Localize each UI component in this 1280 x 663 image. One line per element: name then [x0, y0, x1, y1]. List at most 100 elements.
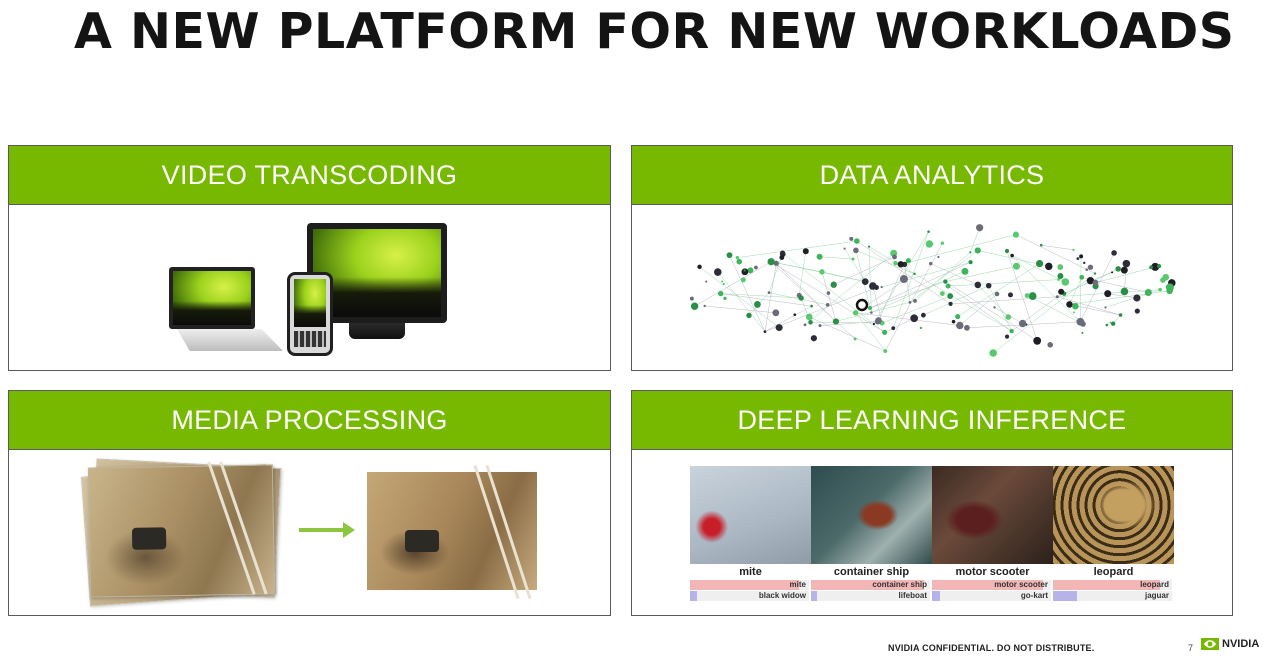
- network-edge: [900, 234, 1016, 265]
- network-node: [740, 277, 746, 283]
- network-node: [892, 254, 897, 260]
- network-edge: [1080, 256, 1082, 322]
- network-edge: [947, 285, 1012, 332]
- network-node: [948, 301, 953, 306]
- network-node: [1057, 272, 1064, 279]
- nvidia-eye-icon: [1201, 638, 1219, 650]
- network-edge: [819, 321, 878, 326]
- network-node: [893, 260, 898, 266]
- prediction-bar-fill: [811, 580, 925, 590]
- panel-header-video-transcoding: VIDEO TRANSCODING: [9, 146, 610, 205]
- network-node: [793, 313, 797, 317]
- network-node: [1012, 231, 1019, 238]
- network-node: [849, 236, 854, 241]
- network-node: [993, 306, 996, 309]
- network-node: [1076, 257, 1080, 261]
- network-node: [1028, 292, 1037, 300]
- network-node: [1045, 262, 1053, 271]
- network-edge: [1015, 234, 1096, 274]
- network-node: [743, 269, 746, 272]
- network-edge: [821, 271, 866, 282]
- network-node: [1012, 262, 1020, 270]
- network-node: [723, 296, 727, 300]
- network-node: [1110, 321, 1116, 326]
- network-node: [994, 291, 1000, 297]
- prediction-bar-fill: [1053, 580, 1161, 590]
- network-hub-node: [855, 298, 869, 312]
- network-node: [1111, 250, 1117, 256]
- prediction-bar: jaguar: [1053, 591, 1172, 601]
- network-node: [1134, 308, 1140, 314]
- network-node: [951, 319, 956, 324]
- network-node: [1018, 319, 1027, 328]
- classified-image: [690, 466, 811, 564]
- network-edge: [930, 263, 978, 286]
- classification-label: motor scooter: [955, 566, 1030, 578]
- processed-photo: [367, 464, 537, 600]
- network-edge: [1041, 244, 1074, 251]
- prediction-bar-fill: [690, 591, 698, 601]
- network-node: [1156, 264, 1162, 269]
- classification-images: [690, 466, 1174, 564]
- network-node: [873, 284, 879, 290]
- network-node: [775, 324, 783, 332]
- network-edge: [1006, 250, 1081, 322]
- network-edge: [893, 231, 929, 329]
- network-graph-image: [690, 224, 1176, 357]
- network-node: [767, 291, 771, 295]
- network-node: [956, 321, 964, 330]
- network-edge: [977, 284, 1009, 318]
- network-edge: [914, 252, 971, 302]
- network-node: [1086, 276, 1095, 285]
- network-edge: [856, 240, 951, 305]
- classification-label: mite: [739, 566, 762, 578]
- network-node: [882, 329, 888, 335]
- network-node: [989, 349, 998, 357]
- network-edge: [704, 305, 776, 314]
- network-node: [1079, 254, 1084, 259]
- network-node: [1057, 278, 1060, 281]
- network-edge: [855, 312, 960, 326]
- network-node: [1105, 323, 1109, 327]
- classified-image: [811, 466, 932, 564]
- network-node: [854, 238, 860, 244]
- network-edge: [881, 295, 951, 324]
- classified-image: [1053, 466, 1174, 564]
- network-node: [1047, 341, 1054, 348]
- network-edge: [1069, 290, 1170, 305]
- network-node: [722, 282, 725, 285]
- network-node: [826, 291, 831, 295]
- network-node: [867, 245, 871, 248]
- network-node: [874, 318, 882, 325]
- network-node: [964, 324, 970, 331]
- network-node: [735, 255, 740, 260]
- network-edge: [945, 281, 1038, 342]
- network-node: [714, 268, 722, 276]
- network-node: [867, 305, 873, 311]
- network-edge: [821, 271, 837, 322]
- network-node: [1165, 283, 1174, 292]
- network-edge: [959, 293, 998, 326]
- nvidia-logo: NVIDIA: [1201, 638, 1259, 650]
- network-node: [741, 268, 749, 276]
- noisy-photo-stack: [80, 458, 282, 607]
- network-edge: [855, 312, 886, 352]
- prediction-bar-fill: [932, 580, 1043, 590]
- network-node: [1005, 314, 1012, 320]
- network-edge: [909, 250, 978, 303]
- network-edge: [871, 271, 966, 313]
- network-node: [803, 323, 807, 327]
- network-node: [805, 313, 813, 321]
- network-node: [872, 322, 876, 326]
- network-edge: [798, 251, 807, 296]
- network-node: [810, 304, 813, 308]
- network-node: [1004, 248, 1010, 254]
- network-edge: [1095, 266, 1156, 283]
- network-edge: [881, 261, 971, 288]
- network-node: [1162, 273, 1170, 281]
- network-node: [974, 281, 982, 289]
- prediction-bar: mite: [690, 580, 809, 590]
